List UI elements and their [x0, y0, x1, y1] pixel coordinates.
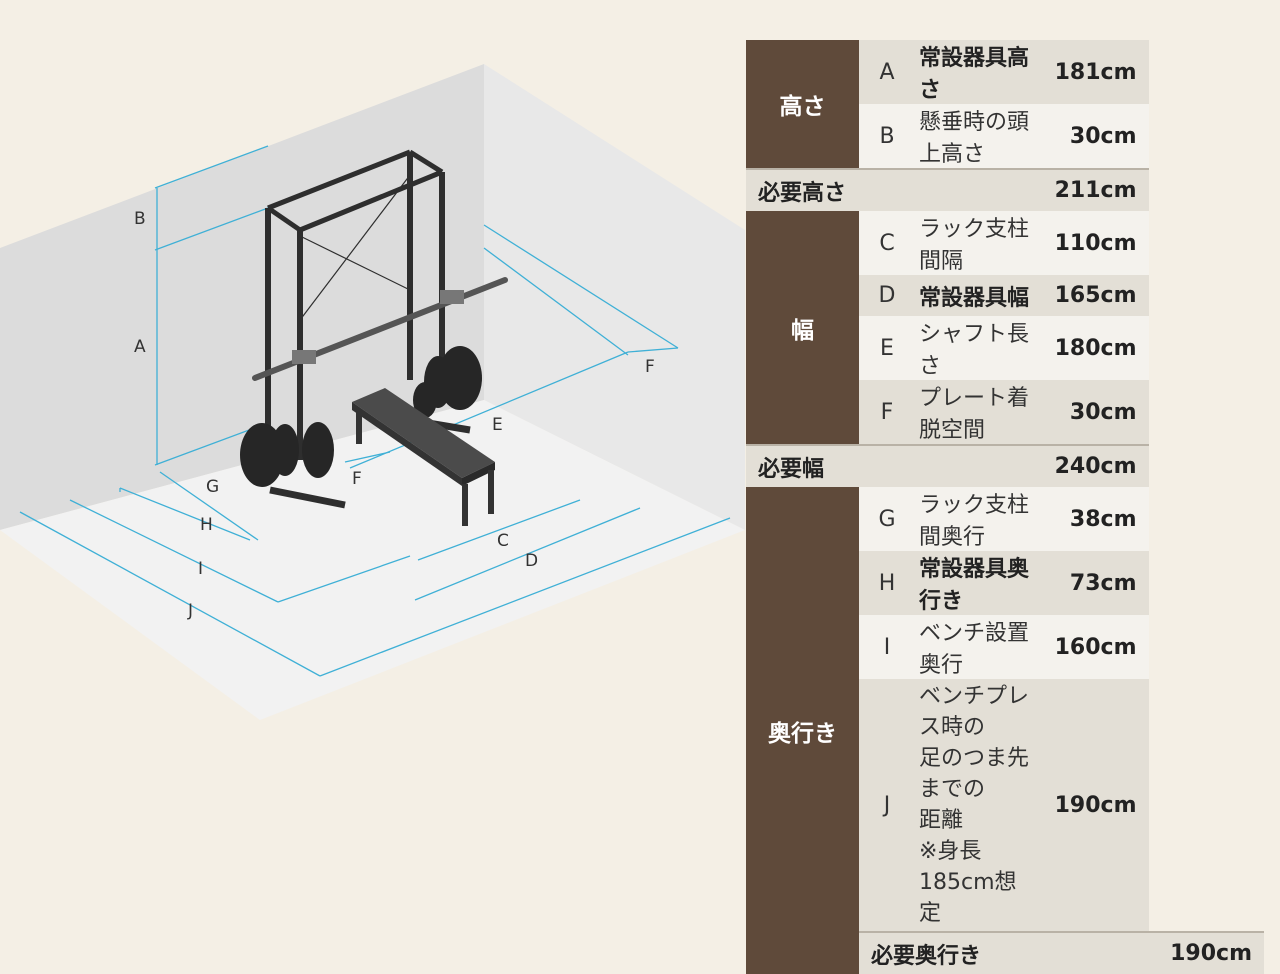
row-label-line: 距離 — [919, 808, 964, 833]
table-row: F プレート着脱空間 30cm — [746, 380, 1264, 445]
row-value: 38cm — [1030, 487, 1149, 551]
row-code: J — [859, 679, 915, 932]
table-row: H 常設器具奥行き 73cm — [746, 551, 1264, 615]
table-row: D 常設器具幅 165cm — [746, 275, 1264, 316]
row-label: 常設器具奥行き — [915, 551, 1031, 615]
row-value: 180cm — [1030, 316, 1149, 380]
total-row-width: 必要幅 240cm — [746, 444, 1264, 487]
dim-label-f-upper: F — [645, 357, 655, 377]
total-label: 必要奥行き — [859, 931, 1149, 974]
right-wall — [484, 64, 745, 530]
row-label: シャフト長さ — [915, 316, 1031, 380]
dim-label-d: D — [525, 551, 538, 571]
dim-label-f-lower: F — [352, 469, 362, 489]
row-value: 110cm — [1030, 211, 1149, 275]
row-code: B — [859, 104, 915, 169]
row-code: I — [859, 615, 915, 679]
dim-label-e: E — [492, 415, 503, 435]
row-label-line: ※身長185cm想定 — [919, 839, 1017, 926]
row-code: H — [859, 551, 915, 615]
table-row: 高さ A 常設器具高さ 181cm — [746, 40, 1264, 169]
row-label: ベンチ設置奥行 — [915, 615, 1031, 679]
dimension-table: 高さ A 常設器具高さ 181cm B 懸垂時の頭上高さ 30cm 必要高さ 2… — [746, 40, 1264, 974]
row-code: D — [859, 275, 915, 316]
row-value: 181cm — [1030, 40, 1149, 104]
row-code: C — [859, 211, 915, 275]
table-row: E シャフト長さ 180cm — [746, 316, 1264, 380]
total-value: 211cm — [1030, 168, 1149, 211]
row-value: 30cm — [1030, 380, 1149, 445]
row-value: 160cm — [1030, 615, 1149, 679]
dim-label-h: H — [200, 515, 213, 535]
row-value: 190cm — [1030, 679, 1149, 932]
table-row: 幅 C ラック支柱間隔 110cm — [746, 211, 1264, 445]
dim-label-b: B — [134, 209, 146, 229]
row-label: 常設器具高さ — [915, 40, 1031, 104]
row-label-line: 足のつま先までの — [919, 746, 1030, 802]
row-code: E — [859, 316, 915, 380]
total-value: 190cm — [1148, 931, 1264, 974]
dim-label-j: J — [187, 601, 193, 621]
room-diagram: B A G H I J F E F C D — [0, 64, 745, 720]
total-label: 必要幅 — [746, 444, 1031, 487]
row-value: 73cm — [1030, 551, 1149, 615]
total-label: 必要高さ — [746, 168, 1031, 211]
flat-bench — [352, 388, 495, 526]
category-height: 高さ — [746, 40, 859, 169]
barbell — [252, 277, 508, 381]
power-rack — [265, 149, 471, 509]
row-label-line: ベンチプレス時の — [919, 684, 1030, 740]
row-label: ラック支柱間奥行 — [915, 487, 1031, 551]
dimension-lines — [19, 145, 731, 677]
dim-label-g: G — [206, 477, 219, 497]
total-value: 240cm — [1030, 444, 1149, 487]
row-code: A — [859, 40, 915, 104]
row-label: ラック支柱間隔 — [915, 211, 1031, 275]
row-code: G — [859, 487, 915, 551]
dim-label-i: I — [198, 559, 203, 579]
row-label-multiline: ベンチプレス時の 足のつま先までの 距離 ※身長185cm想定 — [915, 679, 1031, 932]
row-value: 30cm — [1030, 104, 1149, 169]
total-row-height: 必要高さ 211cm — [746, 168, 1264, 211]
row-label: プレート着脱空間 — [915, 380, 1031, 445]
row-code: F — [859, 380, 915, 445]
table-row: I ベンチ設置奥行 160cm — [746, 615, 1264, 679]
row-value: 165cm — [1030, 275, 1149, 316]
weight-plates — [240, 346, 482, 487]
category-depth: 奥行き — [746, 487, 859, 974]
table-row: 奥行き G ラック支柱間奥行 38cm — [746, 487, 1264, 974]
row-label: 懸垂時の頭上高さ — [915, 104, 1031, 169]
category-width: 幅 — [746, 211, 859, 445]
floor — [0, 400, 745, 720]
dim-label-a: A — [134, 337, 146, 357]
row-label: 常設器具幅 — [915, 275, 1031, 316]
dim-label-c: C — [497, 531, 509, 551]
table-row: B 懸垂時の頭上高さ 30cm — [746, 104, 1264, 169]
